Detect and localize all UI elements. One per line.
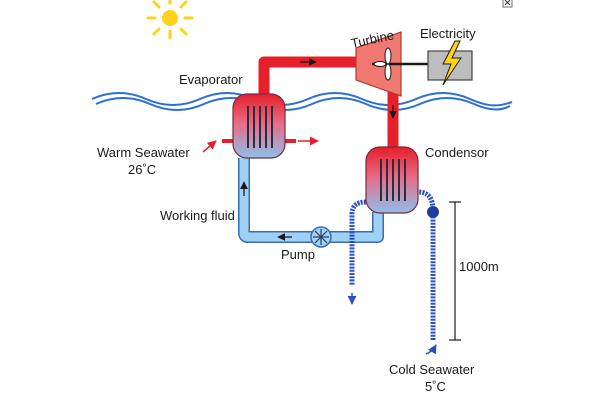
ocean-waves (91, 92, 513, 111)
pump-label: Pump (281, 247, 315, 262)
intake-joint (427, 206, 439, 218)
warm-temperature-label: 26˚C (128, 162, 156, 177)
lightning-icon (442, 40, 462, 86)
working-fluid-pipe (238, 158, 384, 243)
evaporator-tank (232, 93, 286, 159)
cold-intake-pipe (417, 189, 436, 340)
sun-icon (146, 0, 194, 40)
cold-temperature-label: 5˚C (425, 379, 446, 394)
cold-discharge-pipe (349, 199, 367, 285)
working-fluid-label: Working fluid (160, 208, 235, 223)
depth-label: 1000m (459, 259, 499, 274)
close-icon[interactable] (502, 0, 513, 8)
electricity-label: Electricity (420, 26, 476, 41)
condensor-tank (365, 146, 419, 214)
hot-vapor-pipe (258, 56, 356, 96)
pump-icon (310, 226, 332, 248)
intake-arrow (425, 344, 437, 355)
evaporator-label: Evaporator (179, 72, 243, 87)
condensor-label: Condensor (425, 145, 489, 160)
warm-seawater-label: Warm Seawater (97, 145, 190, 160)
depth-dimension (449, 201, 461, 341)
turbine-icon (355, 31, 436, 97)
warm-intake-arrow (202, 140, 217, 153)
cold-seawater-label: Cold Seawater (389, 362, 475, 377)
